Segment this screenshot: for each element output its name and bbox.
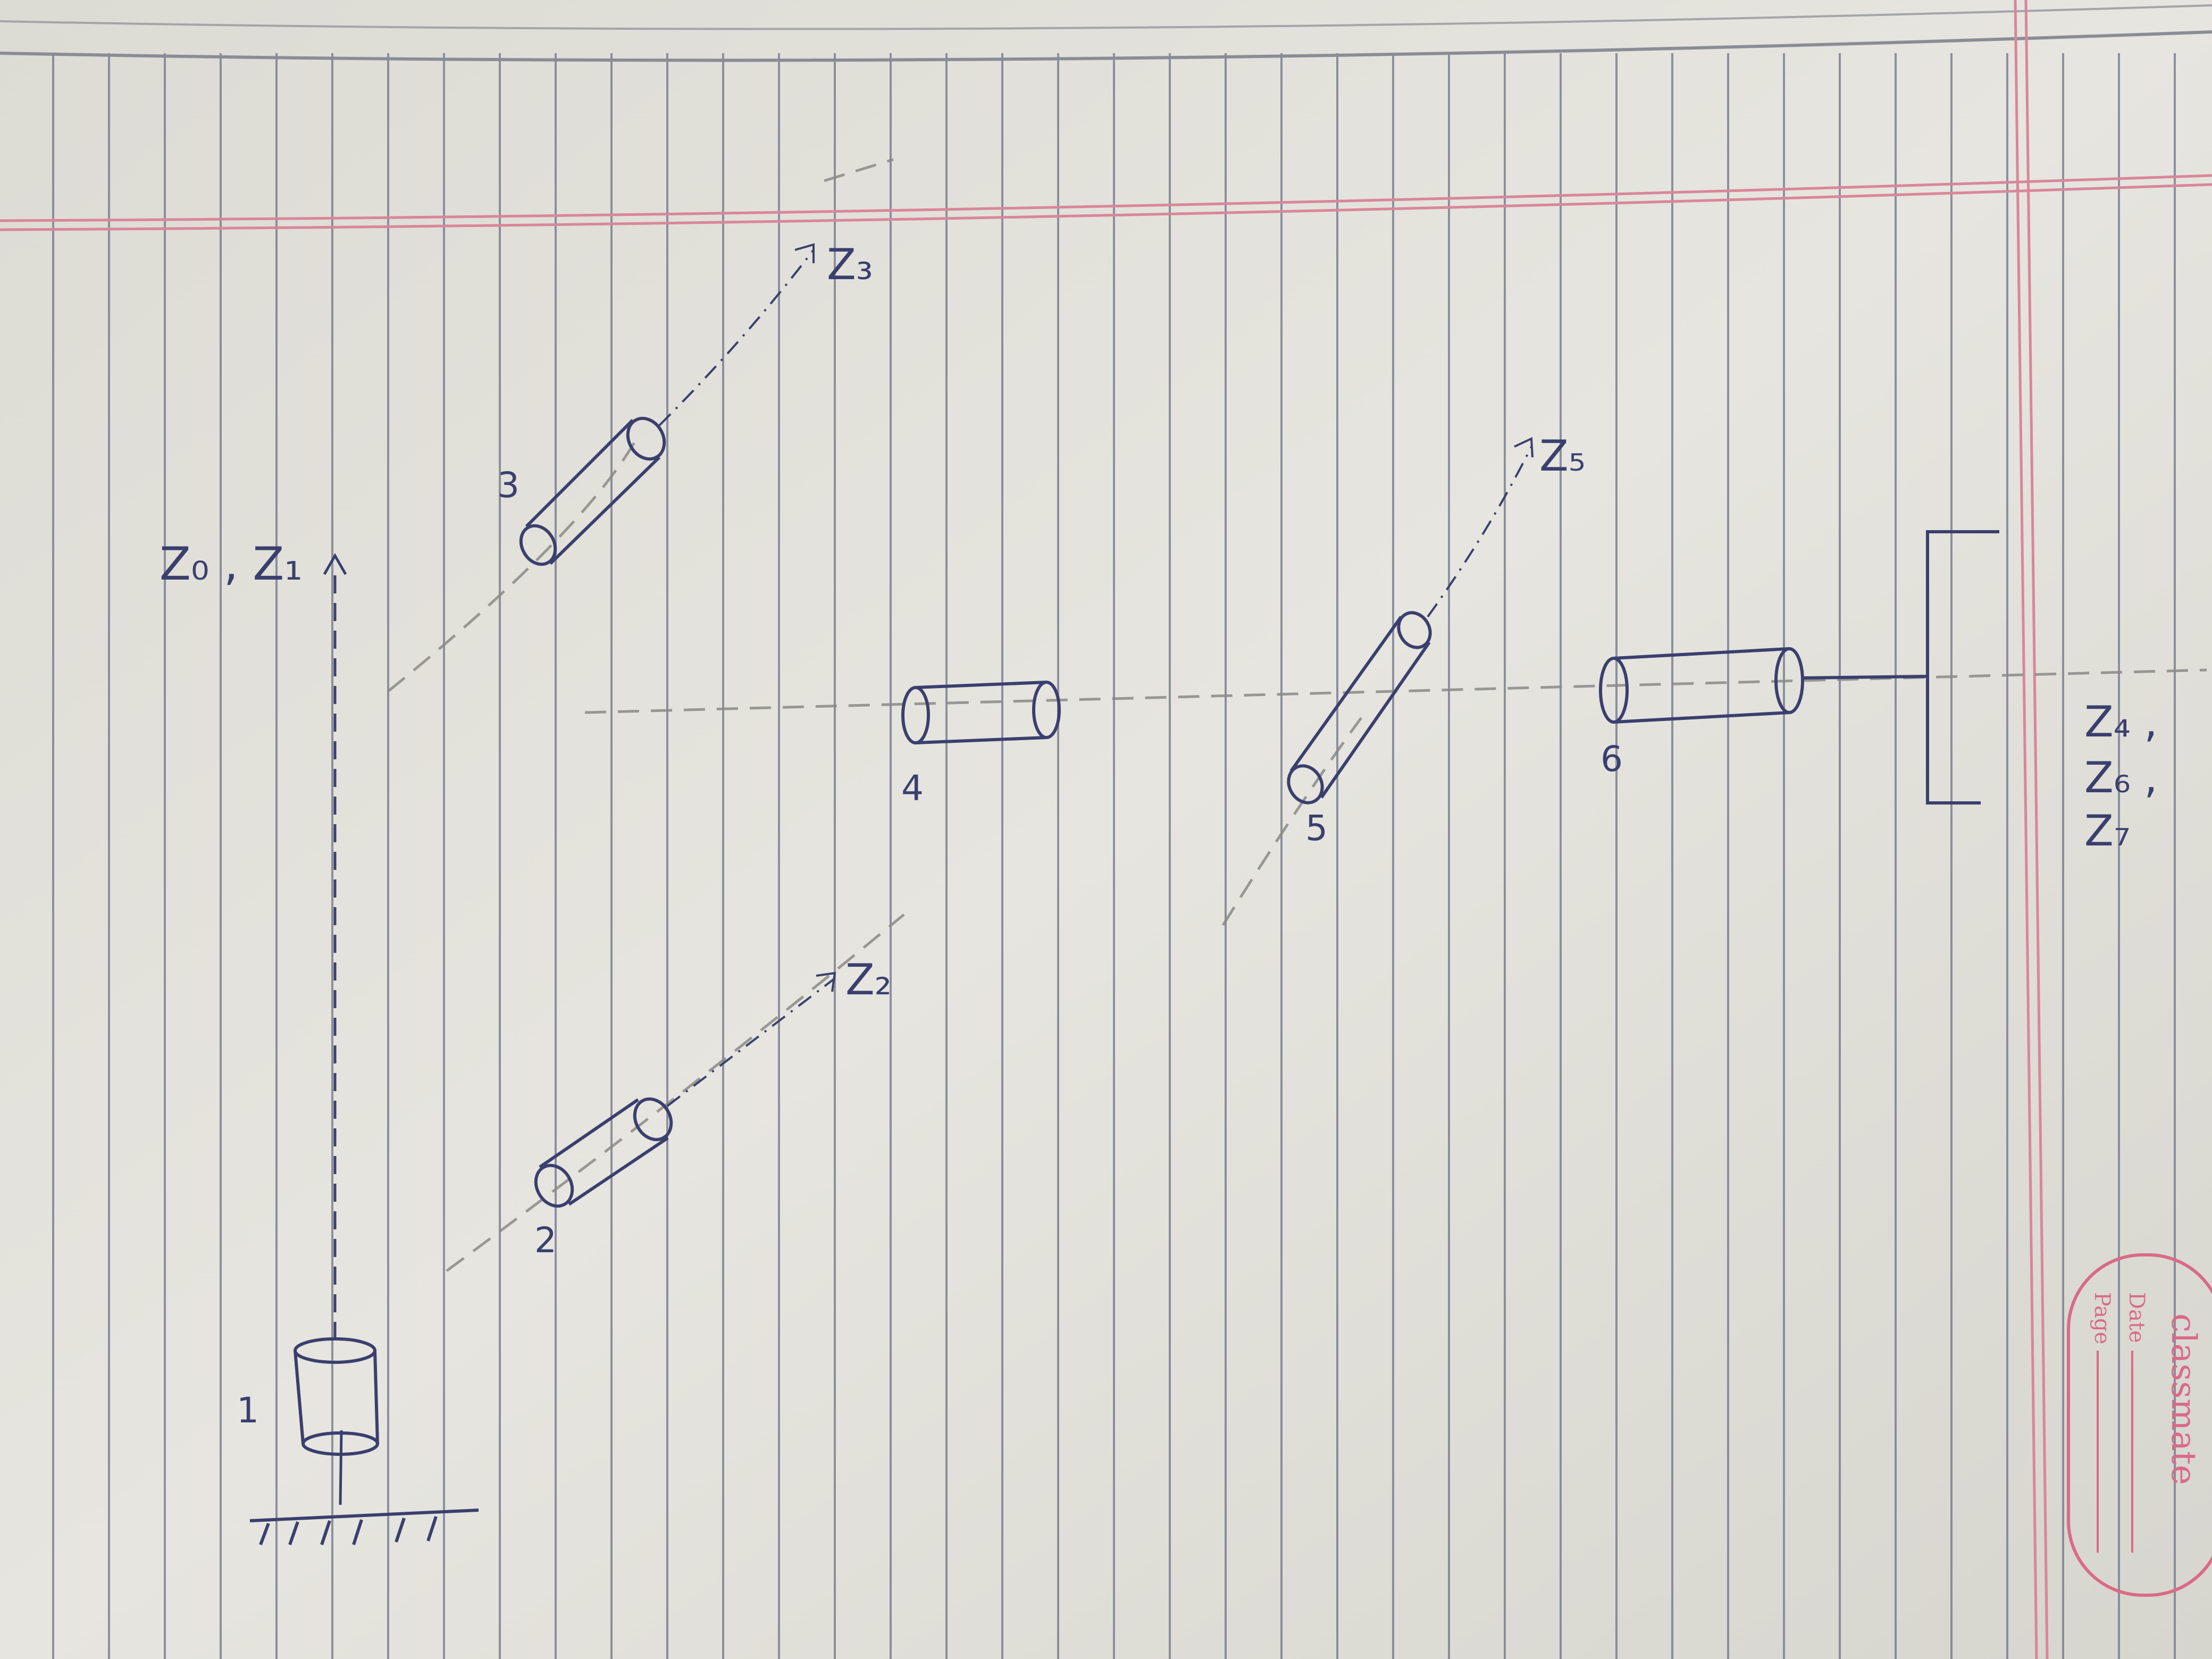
stamp-page-label: Page xyxy=(2090,1292,2114,1344)
z0-z1-axis xyxy=(323,552,347,1505)
z2-axis xyxy=(666,971,836,1107)
page-edge-behind xyxy=(0,4,2212,30)
joint-2-cylinder xyxy=(534,1097,673,1208)
joint-5-label: 5 xyxy=(1305,808,1328,849)
page-fold-edge xyxy=(0,30,2212,62)
ruled-lines xyxy=(51,53,2176,1659)
joint-4-label: 4 xyxy=(901,768,924,809)
z3-label: Z₃ xyxy=(827,240,873,289)
z7-label: Z₇ xyxy=(2084,806,2131,856)
joint-3-label: 3 xyxy=(497,465,520,506)
joint-6-cylinder xyxy=(1599,647,1804,724)
z2-label: Z₂ xyxy=(845,955,892,1004)
classmate-stamp: classmate Date Page xyxy=(2067,1253,2212,1597)
z5-axis xyxy=(1427,437,1534,618)
z4-label: Z₄ , xyxy=(2084,697,2158,747)
ground-base xyxy=(249,1509,479,1546)
joint-5-cylinder xyxy=(1287,611,1432,805)
z0-z1-label: Z₀ , Z₁ xyxy=(160,538,303,591)
joint-1-label: 1 xyxy=(237,1390,259,1431)
joint-2-label: 2 xyxy=(534,1220,557,1261)
z5-label: Z₅ xyxy=(1539,431,1586,481)
joint-6-label: 6 xyxy=(1601,739,1623,780)
z3-axis xyxy=(658,243,815,426)
joint-4-cylinder xyxy=(901,681,1061,744)
gripper xyxy=(1802,530,1999,805)
stamp-date-label: Date xyxy=(2124,1292,2149,1343)
z6-label: Z₆ , xyxy=(2084,753,2158,802)
joint-3-cylinder xyxy=(519,416,666,566)
stamp-brand: classmate xyxy=(2164,1313,2203,1485)
joint-1-cylinder xyxy=(294,1337,379,1456)
